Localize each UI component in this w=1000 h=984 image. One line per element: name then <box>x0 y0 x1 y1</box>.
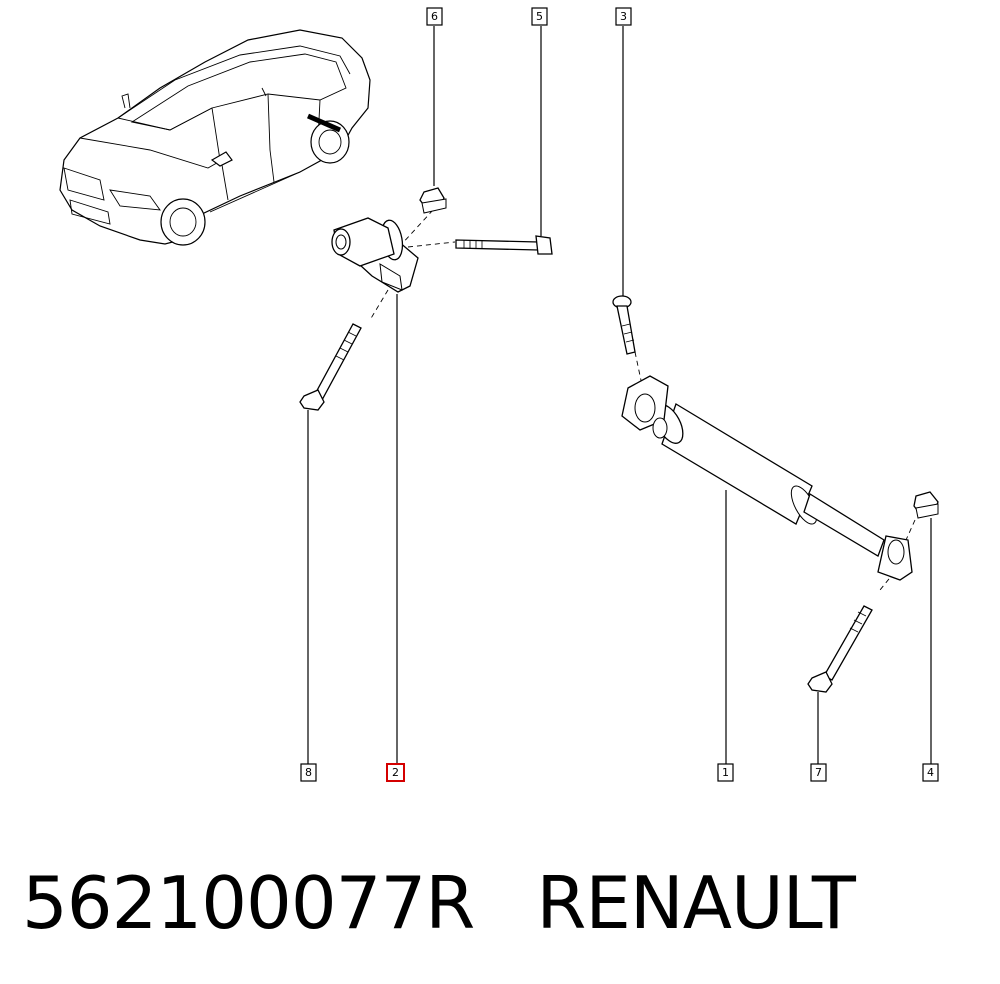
callout-label: 1 <box>722 766 729 779</box>
callout-5[interactable]: 5 <box>531 7 548 26</box>
horizontal-bolt <box>455 235 553 255</box>
callout-4[interactable]: 4 <box>922 763 939 782</box>
leader-lines <box>307 26 932 764</box>
part-number: 562100077R <box>22 861 475 945</box>
callout-6[interactable]: 6 <box>426 7 443 26</box>
bolt-upper <box>612 295 636 355</box>
flange-nut-upper <box>419 187 447 214</box>
part-caption: 562100077R RENAULT <box>22 858 856 948</box>
callout-label: 5 <box>536 10 543 23</box>
bolt-lower-right <box>807 605 873 693</box>
callout-label: 2 <box>392 766 399 779</box>
callout-label: 4 <box>927 766 934 779</box>
callout-1[interactable]: 1 <box>717 763 734 782</box>
vehicle-illustration <box>59 29 371 246</box>
bolt-lower-left <box>299 323 362 411</box>
callout-label: 7 <box>815 766 822 779</box>
callout-label: 3 <box>620 10 627 23</box>
callout-label: 8 <box>305 766 312 779</box>
flange-nut-right <box>913 491 939 519</box>
callout-2[interactable]: 2 <box>386 763 405 782</box>
shock-absorber <box>621 375 913 581</box>
brand-name: RENAULT <box>536 861 856 945</box>
mounting-bracket <box>331 217 419 293</box>
callout-label: 6 <box>431 10 438 23</box>
callout-8[interactable]: 8 <box>300 763 317 782</box>
callout-7[interactable]: 7 <box>810 763 827 782</box>
callout-3[interactable]: 3 <box>615 7 632 26</box>
